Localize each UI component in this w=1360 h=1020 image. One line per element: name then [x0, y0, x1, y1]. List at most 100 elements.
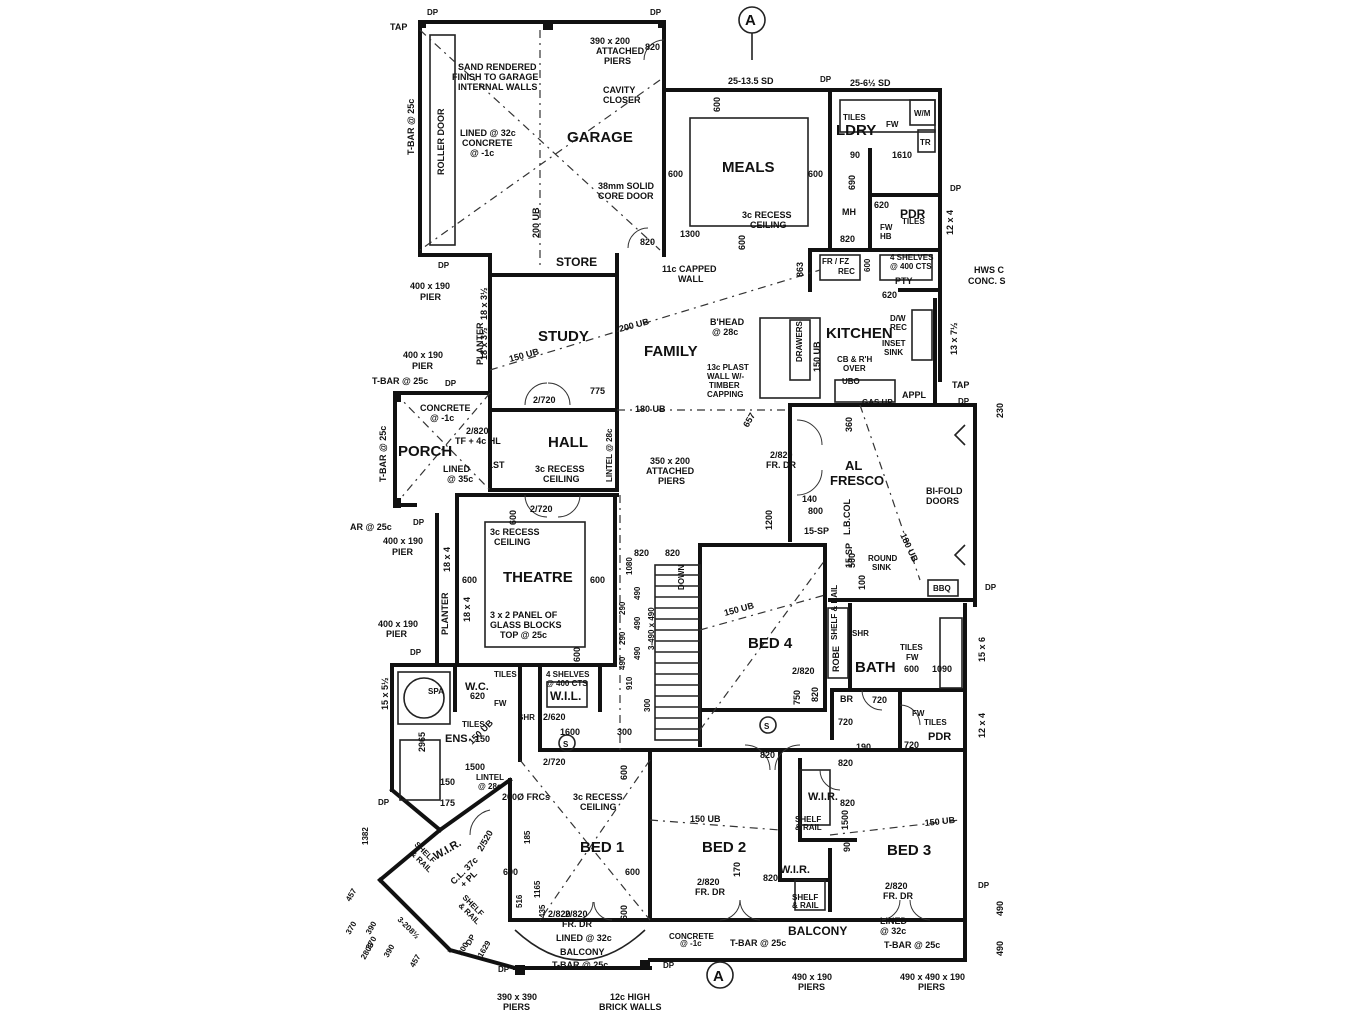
dim-360: 360 — [844, 417, 854, 432]
room-family: FAMILY — [644, 343, 698, 360]
note-concrete-bal-2: @ -1c — [680, 939, 702, 948]
note-planter-2: PLANTER — [440, 592, 450, 635]
section-marker-bottom-label: A — [713, 968, 724, 985]
dim-1382: 1382 — [361, 827, 370, 845]
room-spa: SPA — [428, 687, 444, 696]
dim-820-wir: 820 — [838, 758, 853, 768]
dim-600-d: 600 — [737, 235, 747, 250]
note-concrete-porch-2: @ -1c — [430, 413, 454, 423]
dim-1080: 1080 — [625, 557, 634, 575]
dim-620-pty: 620 — [882, 290, 897, 300]
dim-600-a: 600 — [668, 169, 683, 179]
room-garage: GARAGE — [567, 129, 633, 146]
dim-1165: 1165 — [533, 880, 542, 898]
dp-marker-5: DP — [438, 261, 450, 270]
dim-720-a: 720 — [838, 717, 853, 727]
note-piers-bot-2: PIERS — [503, 1002, 530, 1012]
dim-775: 775 — [590, 386, 605, 396]
note-attached-hall-1: 350 x 200 — [650, 456, 690, 466]
dim-457-b: 457 — [408, 952, 423, 969]
side-15x5: 15 x 5½ — [380, 677, 390, 710]
note-shelves-2: @ 400 CTS — [890, 262, 932, 271]
note-tiles-pdr2: TILES — [924, 718, 947, 727]
dim-490-c: 490 — [633, 646, 642, 660]
note-round-1: ROUND — [868, 554, 898, 563]
note-pier-porch-1: 400 x 190 — [403, 350, 443, 360]
dim-175: 175 — [440, 798, 455, 808]
note-ubm-8: 150 UB — [924, 815, 956, 828]
dp-marker-15: DP — [464, 932, 478, 947]
room-kitchen: KITCHEN — [826, 325, 893, 342]
room-study: STUDY — [538, 328, 589, 345]
note-solid-2: CORE DOOR — [598, 191, 654, 201]
note-recess-meals-1: 3c RECESS — [742, 210, 792, 220]
dim-2520: 2/520 — [475, 828, 495, 853]
dim-170: 170 — [732, 862, 742, 877]
dim-2965: 2965 — [417, 732, 427, 752]
room-balcony-right: BALCONY — [788, 924, 847, 938]
note-sp-2: 15-SP — [844, 543, 854, 568]
note-tr: TR — [920, 138, 931, 147]
dim-290-b: 290 — [618, 631, 627, 645]
note-capped-2: WALL — [678, 274, 704, 284]
note-recess-bed1-2: CEILING — [580, 802, 617, 812]
dim-820-garage: 820 — [645, 42, 660, 52]
smoke-detector-icon-2 — [759, 716, 777, 734]
note-recess-theatre-1: 3c RECESS — [490, 527, 540, 537]
note-frc: 200Ø FRCs — [502, 792, 550, 802]
note-lined-porch-2: @ 35c — [447, 474, 473, 484]
note-lined-porch-1: LINED — [443, 464, 471, 474]
note-inset-2: SINK — [884, 348, 903, 357]
note-tbar-bal-3: T-BAR @ 25c — [552, 960, 608, 970]
note-tbar-bal-1: T-BAR @ 25c — [730, 938, 786, 948]
note-ar: AR @ 25c — [350, 522, 392, 532]
note-frdr-bed1-2: FR. DR — [562, 919, 592, 929]
dp-marker-13: DP — [663, 961, 675, 970]
dim-600-c: 600 — [712, 97, 722, 112]
dim-500: 500 — [847, 553, 857, 568]
note-frdr-alf-1: 2/820 — [770, 450, 793, 460]
dim-1500-ens: 1500 — [465, 762, 485, 772]
room-robe: ROBE — [831, 646, 841, 672]
dim-600-th-l: 600 — [462, 575, 477, 585]
note-sand-1: SAND RENDERED — [458, 62, 537, 72]
dim-800: 800 — [808, 506, 823, 516]
note-bifold-1: BI-FOLD — [926, 486, 963, 496]
note-recess-meals-2: CEILING — [750, 220, 787, 230]
note-fw-ens: FW — [494, 699, 507, 708]
note-attached-3: PIERS — [604, 56, 631, 66]
note-glass-3: TOP @ 25c — [500, 630, 547, 640]
stair-treads — [654, 564, 701, 741]
note-lined-2: CONCRETE — [462, 138, 513, 148]
note-recess-theatre-2: CEILING — [494, 537, 531, 547]
dim-820-stair2: 820 — [665, 548, 680, 558]
note-tbar-porch: T-BAR @ 25c — [372, 376, 428, 386]
note-tf-1: 2/820 — [466, 426, 489, 436]
smoke-detector-label-2: S — [764, 722, 770, 731]
note-frdr-alf-2: FR. DR — [766, 460, 796, 470]
pier-blocks — [393, 20, 666, 975]
room-theatre: THEATRE — [503, 569, 573, 586]
note-frdr-bed2-2: FR. DR — [695, 887, 725, 897]
note-lintel-ens-2: @ 28c — [478, 782, 502, 791]
room-bed3: BED 3 — [887, 842, 931, 859]
note-cavity-2: CLOSER — [603, 95, 641, 105]
note-lined-bal-1: LINED @ 32c — [556, 933, 612, 943]
dim-516: 516 — [515, 894, 524, 908]
room-ens: ENS — [445, 733, 468, 745]
note-tiles-bath: TILES — [900, 643, 923, 652]
note-concrete-porch-1: CONCRETE — [420, 403, 471, 413]
dim-1600: 1600 — [560, 727, 580, 737]
room-laundry: LDRY — [836, 122, 876, 139]
note-lintel-ens-1: LINTEL — [476, 773, 504, 782]
note-sand-2: FINISH TO GARAGE — [452, 72, 538, 82]
dim-300-b: 300 — [617, 727, 632, 737]
side-490: 490 — [995, 901, 1005, 916]
note-ubm-1: 200 UB — [531, 207, 541, 238]
note-shelves-wil-1: 4 SHELVES — [546, 670, 590, 679]
note-sand-3: INTERNAL WALLS — [458, 82, 537, 92]
note-piers-bot-1: 390 x 390 — [497, 992, 537, 1002]
note-tbar-porch-side: T-BAR @ 25c — [378, 426, 388, 482]
bifold-doors — [953, 424, 966, 566]
dim-2720-a: 2/720 — [533, 395, 556, 405]
